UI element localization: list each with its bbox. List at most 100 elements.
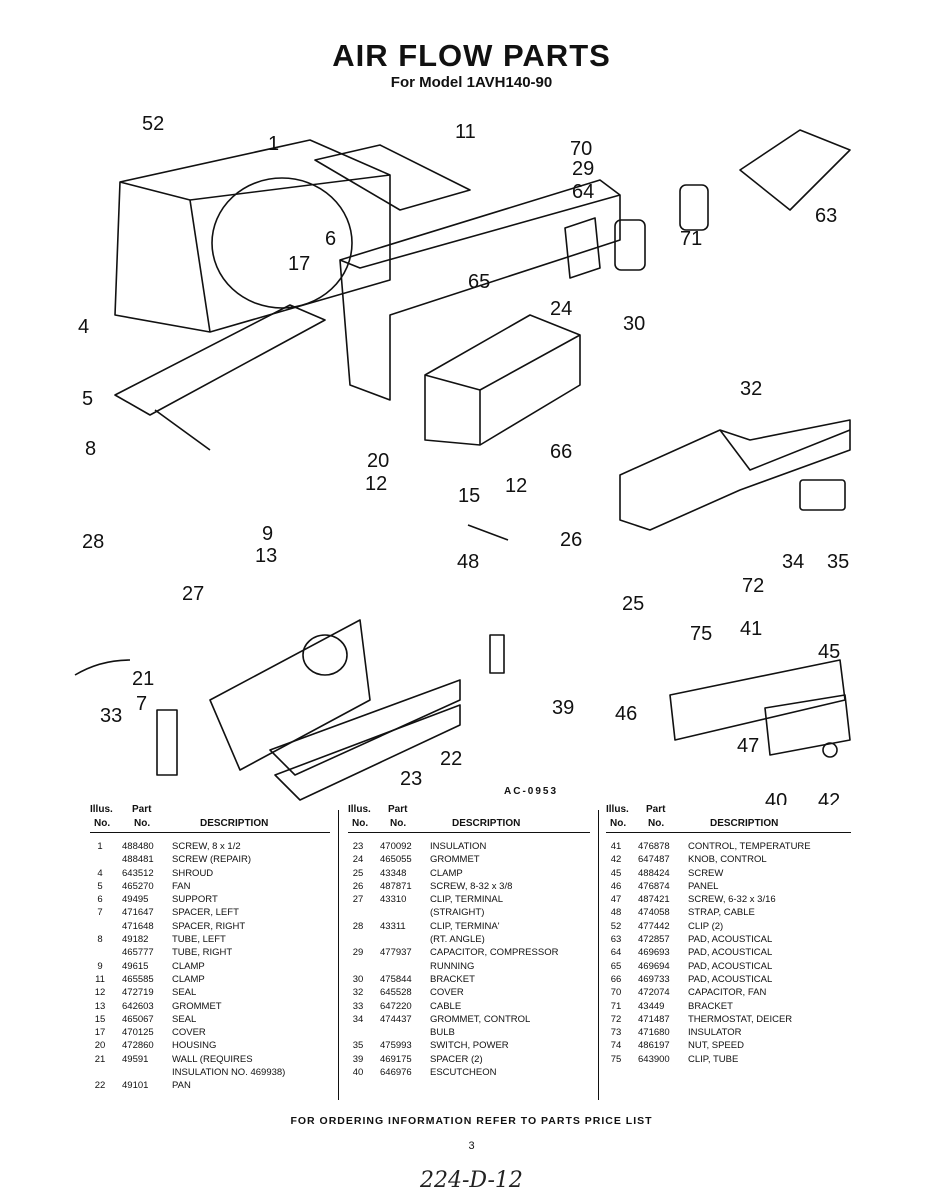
illus-number: 22: [94, 1080, 106, 1092]
part-description: TUBE, RIGHT: [172, 947, 233, 959]
part-description: SEAL: [172, 1013, 197, 1025]
control-cover-drawing: [619, 419, 851, 531]
part-number: 477442: [638, 920, 670, 932]
part-description: GROMMET: [172, 1000, 222, 1012]
table-row: 465777 TUBE, RIGHT: [90, 947, 330, 960]
support-drawing: [314, 144, 471, 211]
table-row: (RT. ANGLE): [348, 934, 590, 947]
callout-7: 7: [136, 693, 147, 715]
part-number: 488480: [122, 841, 154, 852]
part-description: TUBE, LEFT: [172, 934, 226, 946]
pan-drawing: [269, 679, 461, 776]
part-description: CLAMP: [172, 960, 205, 972]
part-number: 474058: [638, 907, 670, 919]
callout-45: 45: [818, 641, 840, 663]
part-description: (STRAIGHT): [430, 907, 485, 919]
illus-number: 34: [352, 1013, 364, 1025]
callout-30: 30: [623, 313, 645, 335]
part-description: SCREW (REPAIR): [172, 854, 251, 866]
escutcheon-drawing: [764, 694, 851, 756]
part-description: BRACKET: [430, 973, 475, 985]
illus-number: 70: [610, 987, 622, 999]
spacer-drawing: [156, 709, 178, 776]
part-number: 645528: [380, 987, 412, 999]
spacer-39-drawing: [489, 634, 505, 674]
part-description: SPACER, LEFT: [172, 907, 239, 919]
part-description: THERMOSTAT, DEICER: [688, 1013, 793, 1025]
illus-number: 73: [610, 1027, 622, 1039]
callout-8: 8: [85, 438, 96, 460]
part-number: 486197: [638, 1040, 670, 1052]
illus-number: 8: [97, 934, 103, 946]
part-number: 465777: [122, 947, 154, 959]
callout-20: 20: [367, 450, 389, 472]
part-number: 469175: [380, 1053, 412, 1065]
part-description: SCREW, 6-32 x 3/16: [688, 894, 776, 906]
part-number: 488424: [638, 867, 670, 879]
part-description: BULB: [430, 1027, 455, 1039]
part-number: 471487: [638, 1013, 670, 1025]
part-description: SCREW, 8 x 1/2: [172, 841, 241, 852]
part-number: 471648: [122, 920, 154, 932]
illus-number: 24: [352, 854, 364, 866]
callout-5: 5: [82, 388, 93, 410]
part-number: 475993: [380, 1040, 412, 1052]
callout-32: 32: [740, 378, 762, 400]
illus-number: 71: [610, 1000, 622, 1012]
shroud-drawing: [114, 139, 391, 333]
part-number: 487421: [638, 894, 670, 906]
illus-number: 74: [610, 1040, 622, 1052]
part-description: NUT, SPEED: [688, 1040, 744, 1052]
part-description: SHROUD: [172, 867, 214, 879]
part-description: COVER: [172, 1027, 206, 1039]
part-description: SUPPORT: [172, 894, 218, 906]
callout-41: 41: [740, 618, 762, 640]
table-row: 72 471487 THERMOSTAT, DEICER: [606, 1014, 851, 1027]
callout-34: 34: [782, 551, 804, 573]
housing-drawing: [424, 314, 581, 446]
callout-33: 33: [100, 705, 122, 727]
part-description: STRAP, CABLE: [688, 907, 755, 919]
part-description: CLAMP: [172, 973, 205, 985]
part-number: 465067: [122, 1013, 154, 1025]
part-description: SCREW, 8-32 x 3/8: [430, 880, 513, 892]
callout-11: 11: [455, 121, 476, 143]
part-number: 465585: [122, 973, 154, 985]
table-row: BULB: [348, 1027, 590, 1040]
illus-number: 63: [610, 934, 622, 946]
callout-42: 42: [818, 790, 840, 805]
part-description: FAN: [172, 880, 191, 892]
illus-number: 20: [94, 1040, 106, 1052]
callout-12: 12: [365, 473, 387, 495]
illus-number: 15: [94, 1013, 106, 1025]
part-number: 477937: [380, 947, 412, 959]
part-number: 469733: [638, 973, 670, 985]
table-row: 15 465067 SEAL: [90, 1014, 330, 1027]
part-number: 642603: [122, 1000, 154, 1012]
insulation-drawing: [274, 704, 461, 801]
callout-65: 65: [468, 271, 490, 293]
part-description: INSULATOR: [688, 1027, 742, 1039]
illus-number: 64: [610, 947, 622, 959]
illus-number: 72: [610, 1013, 622, 1025]
part-description: PANEL: [688, 880, 719, 892]
part-number: 465055: [380, 854, 412, 866]
callout-28: 28: [82, 531, 104, 553]
